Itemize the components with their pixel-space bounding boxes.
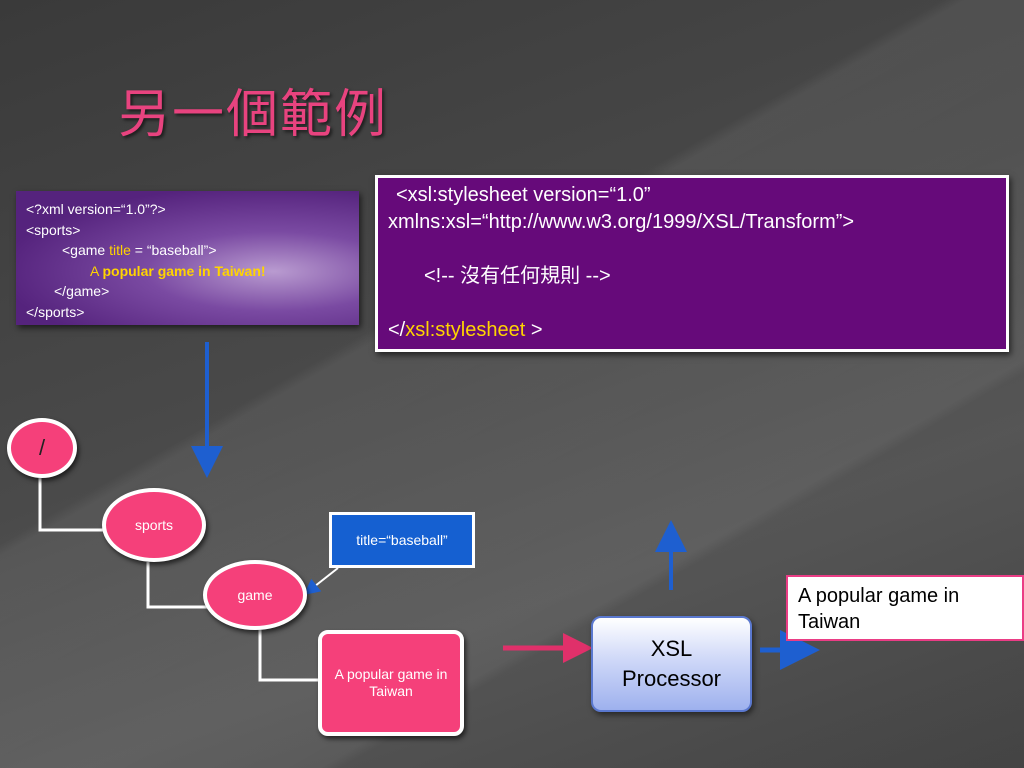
xml-game-tag-end: = “baseball”> xyxy=(130,242,217,258)
output-result-box: A popular game in Taiwan xyxy=(786,575,1024,641)
xml-game-tag-start: <game xyxy=(62,242,110,258)
xsl-line-comment: <!-- 沒有任何規則 --> xyxy=(424,265,611,287)
xsl-source-box: <xsl:stylesheet version=“1.0” xmlns:xsl=… xyxy=(375,175,1009,352)
tree-text-node: A popular game in Taiwan xyxy=(318,630,464,736)
xml-title-attribute: title xyxy=(109,242,131,258)
xsl-close-end: > xyxy=(525,319,543,341)
tree-attribute-node: title=“baseball” xyxy=(329,512,475,568)
root-to-sports-line xyxy=(38,478,105,532)
tree-sports-node: sports xyxy=(102,488,206,562)
game-to-text-line xyxy=(258,630,320,682)
xsl-line-namespace: xmlns:xsl=“http://www.w3.org/1999/XSL/Tr… xyxy=(388,211,855,233)
xsl-close-name: xsl:stylesheet xyxy=(405,319,526,341)
tree-root-node: / xyxy=(7,418,77,478)
xml-line-declaration: <?xml version=“1.0”?> xyxy=(26,201,166,217)
xsl-spacer-2 xyxy=(388,290,996,317)
slide-title: 另一個範例 xyxy=(118,85,389,145)
xml-text-a: A xyxy=(90,262,103,279)
xsl-line-stylesheet-open: <xsl:stylesheet version=“1.0” xyxy=(396,184,651,206)
xml-line-sports-open: <sports> xyxy=(26,221,81,238)
processor-label-line1: XSL xyxy=(650,636,693,661)
xml-line-text: A popular game in Taiwan! xyxy=(26,261,349,282)
xml-line-game-open: <game title = “baseball”> xyxy=(26,240,349,261)
xsl-spacer xyxy=(388,236,996,263)
xml-source-box: <?xml version=“1.0”?> <sports> <game tit… xyxy=(16,191,359,325)
xml-line-game-close: </game> xyxy=(54,283,110,299)
processor-label-line2: Processor xyxy=(621,666,722,691)
xsl-line-stylesheet-close: </xsl:stylesheet > xyxy=(388,317,996,344)
xsl-close-bracket: </ xyxy=(388,319,406,341)
xsl-processor-box: XSL Processor xyxy=(591,616,752,712)
tree-game-node: game xyxy=(203,560,307,630)
attribute-pointer-arrow xyxy=(303,567,339,595)
xml-text-content: popular game in Taiwan! xyxy=(102,262,266,279)
xml-line-sports-close: </sports> xyxy=(26,303,85,320)
sports-to-game-line xyxy=(146,562,207,609)
